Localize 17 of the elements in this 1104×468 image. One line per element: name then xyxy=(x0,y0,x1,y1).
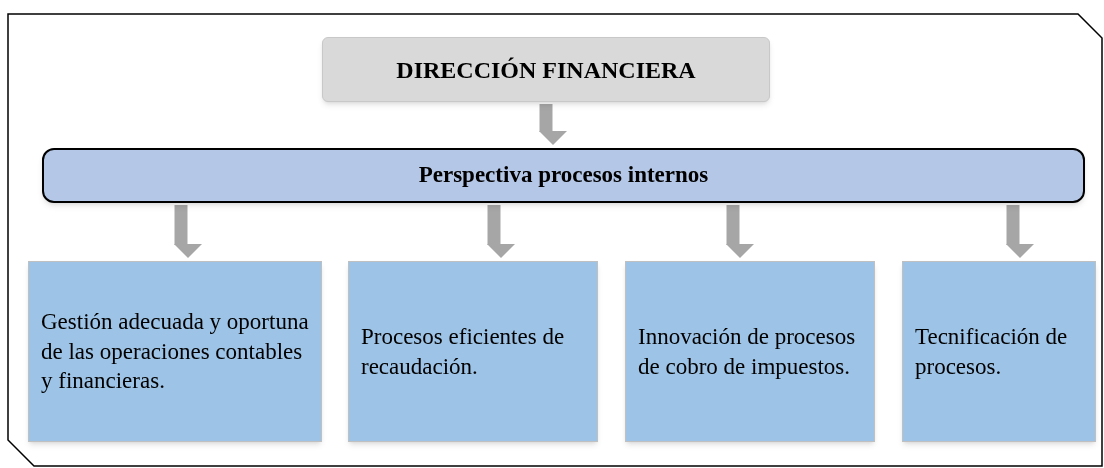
process-box xyxy=(625,261,875,442)
node-text: Procesos eficientes de recaudación. xyxy=(361,322,566,381)
process-box xyxy=(28,261,322,442)
node-text: Gestión adecuada y oportuna de las operaciones contables y financieras. xyxy=(41,307,309,396)
title-box xyxy=(322,37,770,102)
node-text: Tecnificación de procesos. xyxy=(915,322,1069,381)
arrow xyxy=(487,205,515,258)
node-text: Perspectiva procesos internos xyxy=(418,161,709,190)
arrow xyxy=(539,104,567,145)
perspective-bar xyxy=(42,148,1085,203)
arrow xyxy=(1006,205,1034,258)
arrow xyxy=(726,205,754,258)
process-box xyxy=(348,261,598,442)
node-text: Innovación de procesos de cobro de impuestos. xyxy=(638,322,857,381)
node-text: DIRECCIÓN FINANCIERA xyxy=(396,55,696,85)
arrow xyxy=(174,205,202,258)
process-box xyxy=(902,261,1096,442)
